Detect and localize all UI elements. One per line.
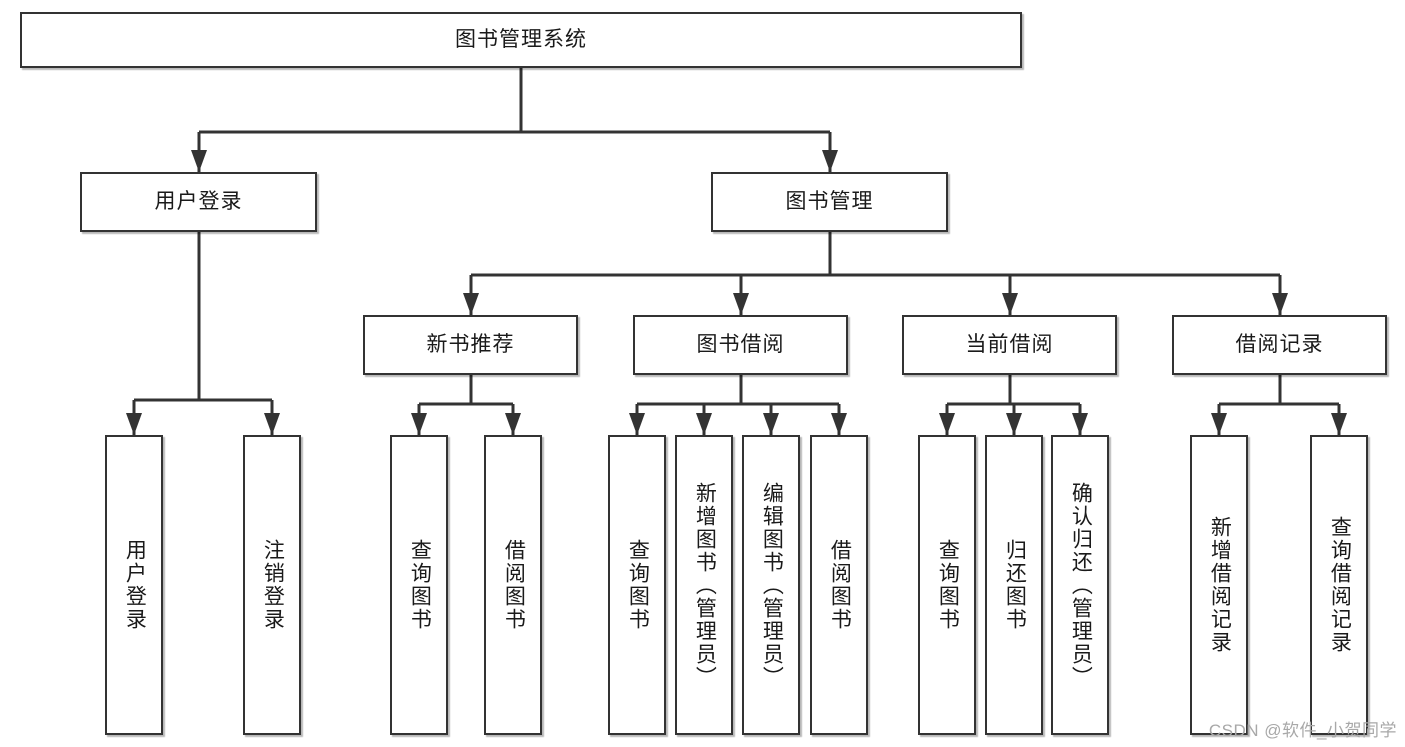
node-label-leaf-query-book-2: 查询图书 — [626, 539, 650, 631]
node-leaf-edit-book[interactable]: 编辑图书（管理员） — [742, 435, 800, 735]
node-label-leaf-query-book-3: 查询图书 — [936, 539, 960, 631]
node-leaf-borrow-book-2[interactable]: 借阅图书 — [810, 435, 868, 735]
node-borrow-record[interactable]: 借阅记录 — [1172, 315, 1387, 375]
node-label-borrow-record: 借阅记录 — [1235, 332, 1324, 356]
node-book-manage[interactable]: 图书管理 — [711, 172, 948, 232]
node-label-root: 图书管理系统 — [455, 27, 587, 51]
node-leaf-borrow-book-1[interactable]: 借阅图书 — [484, 435, 542, 735]
node-label-leaf-borrow-book-1: 借阅图书 — [502, 539, 526, 631]
node-label-book-manage: 图书管理 — [785, 189, 874, 213]
node-leaf-query-book-3[interactable]: 查询图书 — [918, 435, 976, 735]
node-leaf-add-record[interactable]: 新增借阅记录 — [1190, 435, 1248, 735]
node-label-leaf-confirm-return: 确认归还（管理员） — [1069, 481, 1093, 689]
node-label-leaf-edit-book: 编辑图书（管理员） — [760, 481, 784, 689]
node-current-borrow[interactable]: 当前借阅 — [902, 315, 1117, 375]
node-leaf-add-book[interactable]: 新增图书（管理员） — [675, 435, 733, 735]
node-label-user-login: 用户登录 — [154, 189, 243, 213]
node-label-leaf-user-logout: 注销登录 — [261, 539, 285, 631]
node-user-login[interactable]: 用户登录 — [80, 172, 317, 232]
node-leaf-user-login[interactable]: 用户登录 — [105, 435, 163, 735]
node-label-leaf-return-book: 归还图书 — [1003, 539, 1027, 631]
node-leaf-query-book-1[interactable]: 查询图书 — [390, 435, 448, 735]
node-label-book-borrow: 图书借阅 — [696, 332, 785, 356]
node-root[interactable]: 图书管理系统 — [20, 12, 1022, 68]
node-leaf-return-book[interactable]: 归还图书 — [985, 435, 1043, 735]
node-label-current-borrow: 当前借阅 — [965, 332, 1054, 356]
node-leaf-user-logout[interactable]: 注销登录 — [243, 435, 301, 735]
node-leaf-query-record[interactable]: 查询借阅记录 — [1310, 435, 1368, 735]
node-book-borrow[interactable]: 图书借阅 — [633, 315, 848, 375]
node-label-leaf-query-record: 查询借阅记录 — [1328, 516, 1352, 654]
node-leaf-confirm-return[interactable]: 确认归还（管理员） — [1051, 435, 1109, 735]
node-label-leaf-user-login: 用户登录 — [123, 539, 147, 631]
node-new-book-rec[interactable]: 新书推荐 — [363, 315, 578, 375]
node-label-leaf-borrow-book-2: 借阅图书 — [828, 539, 852, 631]
node-leaf-query-book-2[interactable]: 查询图书 — [608, 435, 666, 735]
node-label-leaf-add-book: 新增图书（管理员） — [693, 481, 717, 689]
node-label-leaf-query-book-1: 查询图书 — [408, 539, 432, 631]
node-label-leaf-add-record: 新增借阅记录 — [1208, 516, 1232, 654]
node-label-new-book-rec: 新书推荐 — [426, 332, 515, 356]
